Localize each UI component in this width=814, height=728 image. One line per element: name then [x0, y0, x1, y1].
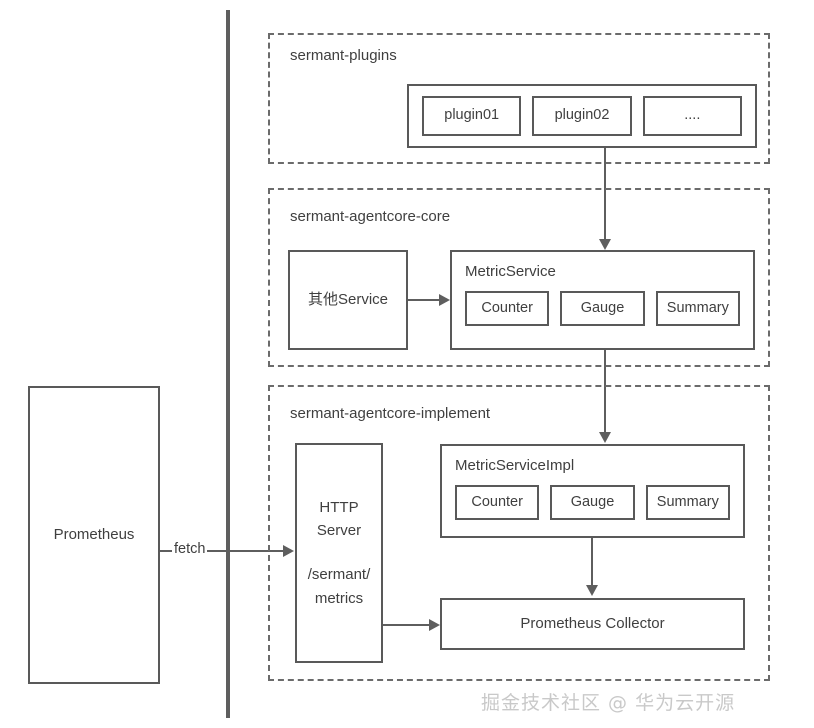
connector-metricservice-to-impl [604, 350, 606, 433]
connector-impl-to-collector [591, 538, 593, 586]
prometheus-label: Prometheus [53, 526, 135, 544]
metric-type-label: Counter [471, 493, 523, 510]
group-sermant-agentcore-core [268, 188, 770, 367]
watermark-text: 掘金技术社区 @ 华为云开源 [481, 692, 736, 714]
fetch-edge-label: fetch [172, 541, 208, 557]
plugin-item[interactable]: .... [642, 96, 742, 136]
connector-httpserver-to-collector-arrowhead [429, 619, 440, 631]
metric-type-gauge[interactable]: Gauge [550, 484, 635, 520]
connector-otherservice-to-metricservice [408, 299, 440, 301]
plugin-item[interactable]: plugin02 [532, 96, 632, 136]
group-label-sermant-agentcore-implement: sermant-agentcore-implement [290, 405, 491, 422]
metric-service-impl-box[interactable]: MetricServiceImpl Counter Gauge Summary [440, 444, 745, 538]
fetch-arrowhead [283, 545, 294, 557]
plugin-item-label: .... [684, 107, 701, 124]
plugin-item-label: plugin01 [444, 107, 500, 124]
connector-otherservice-to-metricservice-arrowhead [439, 294, 450, 306]
connector-plugins-to-metricservice-arrowhead [599, 239, 611, 250]
group-sermant-agentcore-implement [268, 385, 770, 681]
other-service-label: 其他Service [307, 291, 389, 309]
metric-type-counter[interactable]: Counter [455, 484, 540, 520]
plugin-item-label: plugin02 [554, 107, 610, 124]
group-label-sermant-plugins: sermant-plugins [290, 47, 397, 64]
other-service-box[interactable]: 其他Service [288, 250, 408, 350]
boundary-divider [226, 10, 230, 718]
prometheus-collector-box[interactable]: Prometheus Collector [440, 598, 745, 650]
http-server-line-2: Server [316, 522, 362, 540]
metric-service-box[interactable]: MetricService Counter Gauge Summary [450, 250, 755, 350]
group-sermant-plugins [268, 33, 770, 164]
fetch-connector-line [160, 550, 284, 552]
metric-type-summary[interactable]: Summary [655, 290, 740, 326]
http-server-line-1: HTTP [319, 498, 359, 516]
http-server-line-4: metrics [314, 589, 364, 607]
metric-service-title: MetricService [465, 263, 556, 280]
connector-plugins-to-metricservice [604, 148, 606, 240]
metric-type-gauge[interactable]: Gauge [560, 290, 645, 326]
connector-metricservice-to-impl-arrowhead [599, 432, 611, 443]
metric-type-label: Gauge [570, 493, 615, 510]
connector-httpserver-to-collector [383, 624, 433, 626]
prometheus-box[interactable]: Prometheus [28, 386, 160, 684]
connector-impl-to-collector-arrowhead [586, 585, 598, 596]
metric-type-label: Gauge [580, 299, 625, 316]
group-label-sermant-agentcore-core: sermant-agentcore-core [290, 208, 451, 225]
metric-type-summary[interactable]: Summary [645, 484, 730, 520]
metric-type-label: Summary [656, 493, 719, 510]
metric-type-counter[interactable]: Counter [465, 290, 550, 326]
fetch-connector-line-2 [225, 550, 283, 552]
metric-service-impl-title: MetricServiceImpl [455, 457, 575, 474]
http-server-line-3: /sermant/ [307, 566, 371, 583]
plugin-item[interactable]: plugin01 [422, 96, 522, 136]
http-server-box[interactable]: HTTP Server /sermant/ metrics [295, 443, 383, 663]
prometheus-collector-label: Prometheus Collector [520, 615, 665, 633]
plugins-container: plugin01 plugin02 .... [407, 84, 757, 148]
metric-type-label: Counter [481, 299, 533, 316]
metric-type-label: Summary [666, 299, 729, 316]
